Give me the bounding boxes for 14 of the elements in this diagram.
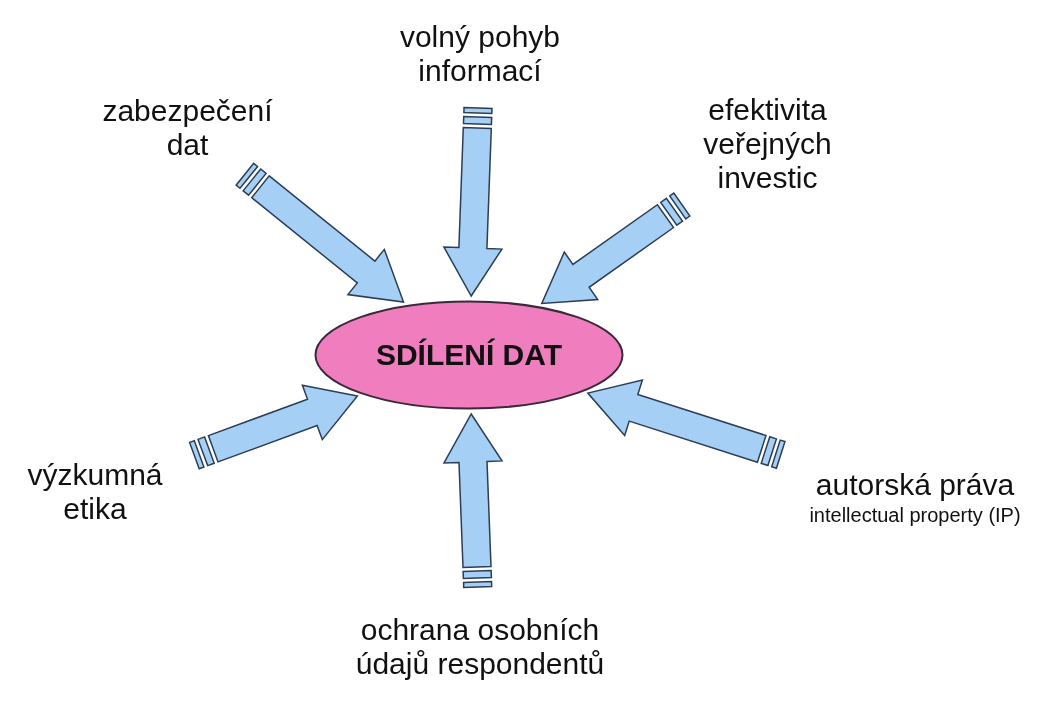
topic-label: volný pohyb informací [398, 20, 562, 88]
block-arrow [586, 379, 786, 470]
central-topic-label: SDÍLENÍ DAT [375, 338, 563, 372]
block-arrow [188, 384, 359, 470]
block-arrow [442, 412, 504, 589]
topic-label: zabezpečení dat [102, 94, 273, 162]
block-arrow [442, 106, 504, 298]
block-arrow [235, 162, 405, 303]
topic-label: autorská práva [815, 468, 1015, 502]
topic-subtitle: intellectual property (IP) [809, 503, 1021, 528]
block-arrow [540, 192, 691, 305]
topic-label: výzkumná etika [26, 458, 164, 526]
topic-label: efektivita veřejných investic [702, 93, 833, 195]
topic-label: ochrana osobních údajů respondentů [354, 613, 606, 681]
